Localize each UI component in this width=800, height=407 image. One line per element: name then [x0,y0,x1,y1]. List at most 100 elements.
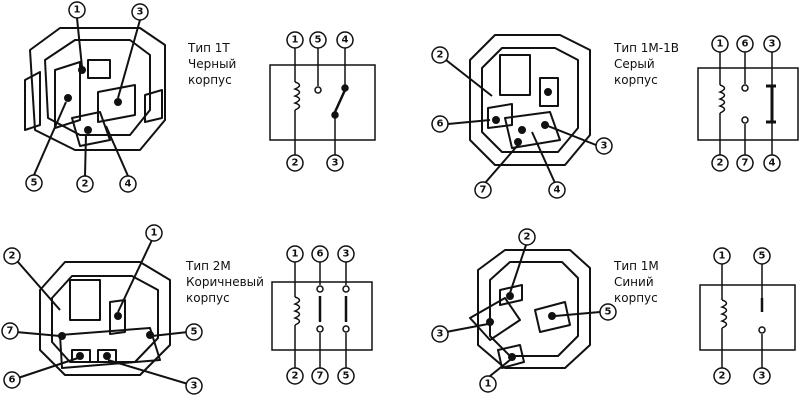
svg-text:1: 1 [719,251,726,262]
relay-1m-1b-group: 2 6 3 7 4 Тип 1М-1В Серый корпус [431,34,799,199]
relay-1m-1b-schematic [697,52,799,155]
pin-badge: 3 [595,137,613,155]
svg-text:2: 2 [719,371,726,382]
relay-1m-group: 2 3 5 1 Тип 1М Синий корпус 1 5 2 3 [431,228,796,393]
svg-text:7: 7 [317,371,324,382]
pin-badge: 1 [713,247,731,265]
pin-badge: 1 [479,375,497,393]
svg-text:5: 5 [759,251,766,262]
relay-1m-schematic-pins: 1 5 2 3 [713,247,771,385]
relay-type-label: Тип 1М-1В [613,41,679,55]
coil-icon [719,299,728,329]
relay-1t-caption: Тип 1Т Черный корпус [187,41,236,87]
svg-text:7: 7 [480,185,487,196]
relay-2m-group: 1 2 7 5 6 3 Тип 2М Коричневый корпус [1,224,373,395]
svg-text:4: 4 [554,185,561,196]
svg-text:2: 2 [292,371,299,382]
relay-1t-schematic-pins: 1 5 4 2 3 [286,31,354,172]
pin-badge: 3 [763,35,781,53]
relay-body-label: корпус [188,73,232,87]
pin-badge: 6 [431,115,449,133]
relay-2m-pin-badges: 1 2 7 5 6 3 [1,224,203,395]
svg-text:4: 4 [125,179,132,190]
svg-text:2: 2 [524,232,531,243]
relay-1m-schematic [699,264,796,368]
relay-1m-1b-body-drawing [445,34,597,184]
svg-text:4: 4 [769,158,776,169]
pin-badge: 3 [431,325,449,343]
relay-type-label: Тип 1М [613,259,659,273]
schematic-frame [271,281,373,351]
svg-text:3: 3 [137,7,144,18]
svg-text:3: 3 [769,39,776,50]
svg-text:2: 2 [292,158,299,169]
svg-text:6: 6 [742,39,749,50]
schematic-frame [697,67,799,141]
svg-text:3: 3 [437,329,444,340]
pin-badge: 5 [309,31,327,49]
relay-color-label: Коричневый [186,275,264,289]
svg-text:5: 5 [343,371,350,382]
pin-badge: 5 [337,367,355,385]
relay-1t-body-drawing [24,17,166,177]
pin-badge: 3 [185,377,203,395]
pin-badge: 5 [185,323,203,341]
pin-badge: 3 [753,367,771,385]
relay-body-label: корпус [186,291,230,305]
pin-badge: 2 [431,46,449,64]
svg-text:3: 3 [601,141,608,152]
relay-body-label: корпус [614,73,658,87]
svg-text:6: 6 [9,375,16,386]
pin-badge: 5 [25,174,43,192]
relay-1m-caption: Тип 1М Синий корпус [613,259,659,305]
relay-2m-body-drawing [15,239,189,385]
svg-text:1: 1 [151,228,158,239]
pin-badge: 4 [119,175,137,193]
pin-badge: 5 [599,303,617,321]
relay-body-label: корпус [614,291,658,305]
pin-badge: 2 [286,154,304,172]
relay-color-label: Серый [614,57,655,71]
relay-2m-schematic-pins: 1 6 3 2 7 5 [286,245,355,385]
svg-text:3: 3 [332,158,339,169]
pin-badge: 7 [1,322,19,340]
relay-1t-group: 1 3 5 2 4 Тип 1Т Черный корпус 1 5 [24,1,376,193]
svg-text:1: 1 [717,39,724,50]
pin-badge: 3 [131,3,149,21]
svg-text:3: 3 [759,371,766,382]
pin-badge: 5 [753,247,771,265]
pin-badge: 1 [286,31,304,49]
relay-1m-pin-badges: 2 3 5 1 [431,228,617,393]
pin-badge: 7 [474,181,492,199]
svg-text:7: 7 [7,326,14,337]
pin-badge: 6 [311,245,329,263]
switch-contact-icon [333,89,347,113]
svg-text:3: 3 [191,381,198,392]
relay-1t-schematic [269,48,376,155]
schematic-frame [269,64,376,141]
pin-badge: 2 [713,367,731,385]
schematic-frame [699,284,796,351]
svg-text:5: 5 [315,35,322,46]
svg-text:7: 7 [742,158,749,169]
pin-badge: 3 [337,245,355,263]
svg-text:6: 6 [437,119,444,130]
pin-badge: 6 [736,35,754,53]
pin-badge: 7 [736,154,754,172]
relay-type-label: Тип 1Т [187,41,230,55]
pin-badge: 1 [68,1,86,19]
relay-2m-schematic [271,262,373,368]
pin-badge: 4 [548,181,566,199]
coil-icon [292,296,301,326]
pin-badge: 1 [286,245,304,263]
svg-text:4: 4 [342,35,349,46]
svg-text:1: 1 [74,5,81,16]
pin-badge: 4 [336,31,354,49]
pin-badge: 2 [76,175,94,193]
relay-1m-1b-schematic-pins: 1 6 3 2 7 4 [711,35,781,172]
svg-text:1: 1 [485,379,492,390]
pin-badge: 2 [711,154,729,172]
pin-badge: 7 [311,367,329,385]
relay-1m-1b-pin-badges: 2 6 3 7 4 [431,46,613,199]
coil-icon [292,81,301,111]
